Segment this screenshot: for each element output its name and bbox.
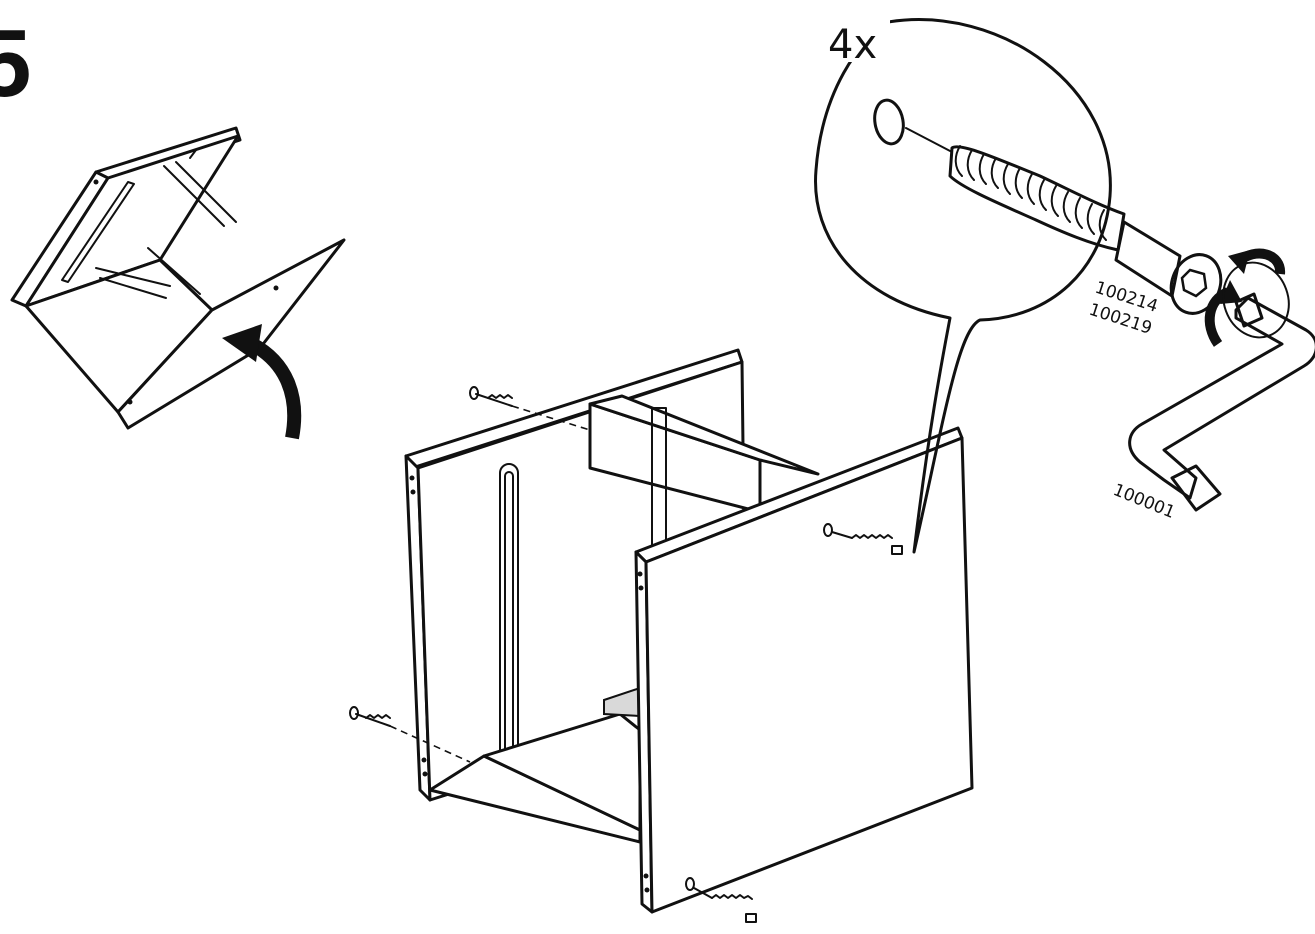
screw-bottom-left: [349, 706, 471, 763]
screw-detail: [948, 145, 1223, 315]
screw-top-back: [469, 386, 591, 431]
detail-callout: 4x: [814, 18, 1112, 554]
cabinet-carcass: [404, 348, 974, 914]
tool-part-id: 100001: [1110, 480, 1178, 523]
screw-right-panel: [823, 523, 903, 555]
callout-bubble: [814, 18, 1112, 554]
right-side-panel: [644, 436, 974, 914]
screw-bottom-front: [685, 877, 757, 923]
step-number: 5: [0, 10, 31, 117]
top-rail-top: [588, 394, 820, 476]
rotate-arrow-icon: [222, 324, 302, 440]
hex-key-tool: [1128, 292, 1315, 512]
inset-frame-before-flip: [10, 126, 346, 430]
callout-hole: [873, 98, 905, 146]
quantity-label: 4x: [828, 22, 877, 68]
